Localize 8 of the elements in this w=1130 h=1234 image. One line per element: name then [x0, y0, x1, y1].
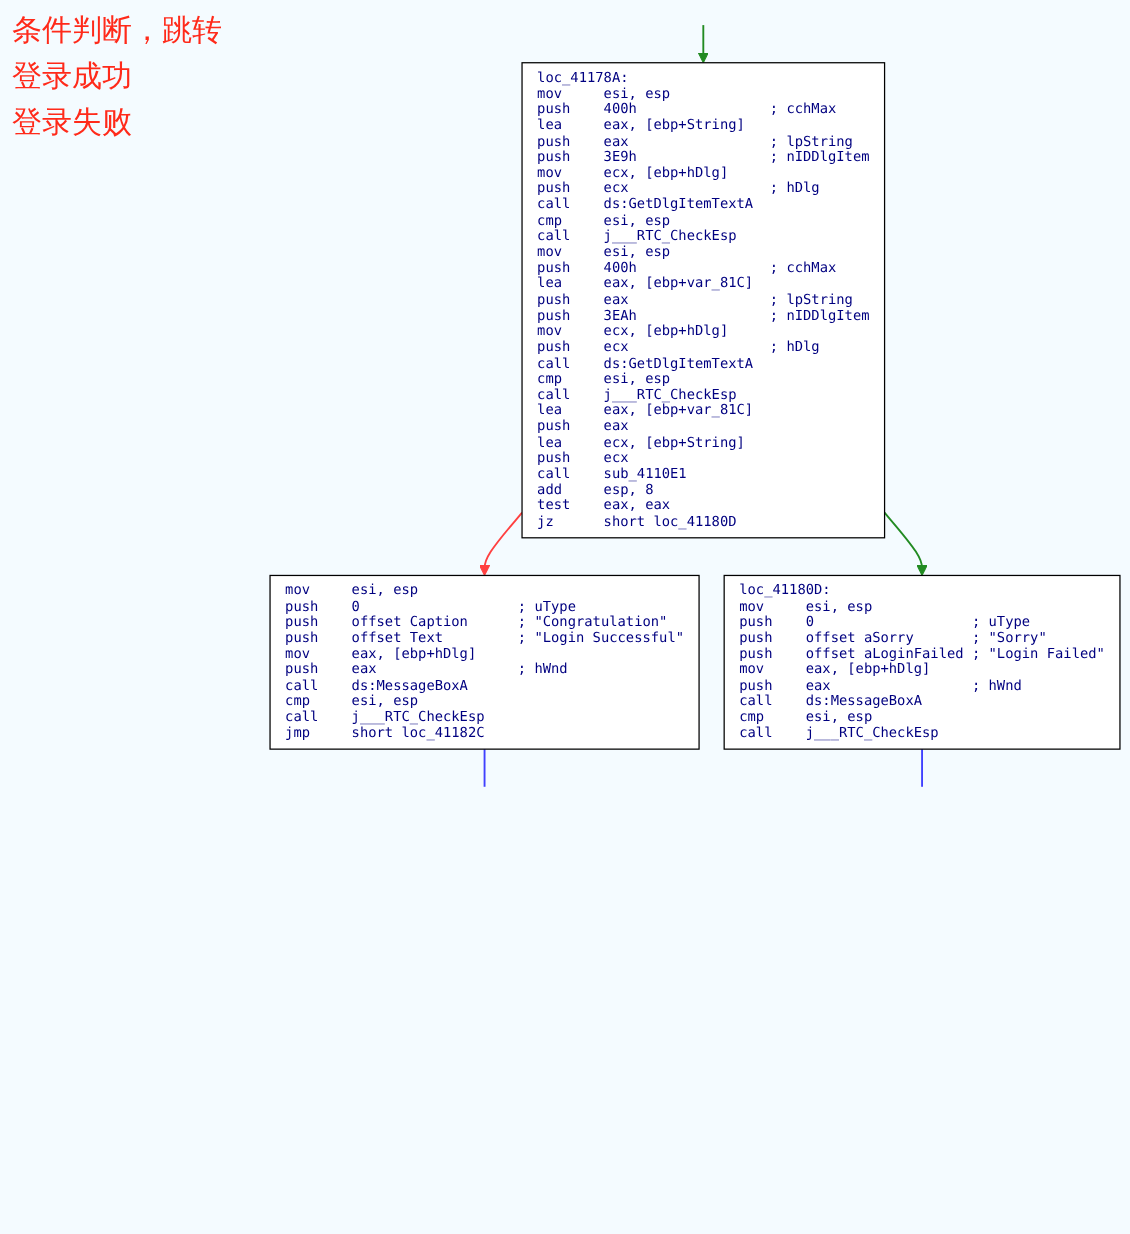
annotation-text: 登录成功	[12, 58, 134, 96]
arrow	[479, 511, 523, 576]
connector	[483, 748, 486, 788]
connector	[921, 748, 923, 788]
annotation-text: 条件判断，跳转	[12, 12, 222, 50]
arrow	[697, 24, 709, 64]
arrow	[883, 511, 928, 576]
annotation-text: 登录失败	[12, 104, 134, 142]
